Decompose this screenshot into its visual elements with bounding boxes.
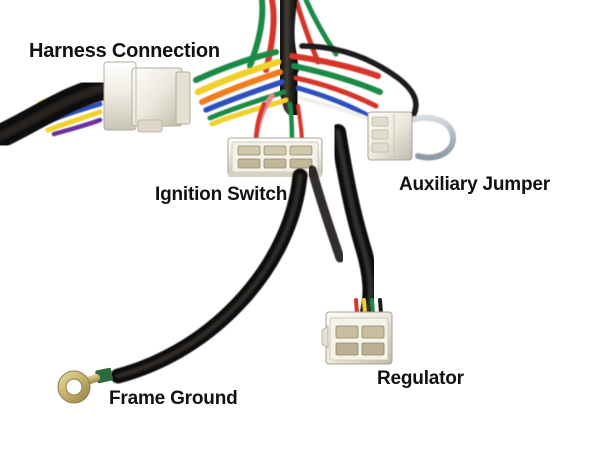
auxiliary-jumper-connector bbox=[367, 111, 457, 161]
label-regulator: Regulator bbox=[377, 368, 464, 389]
harness-connector bbox=[103, 61, 191, 133]
label-harness-connection: Harness Connection bbox=[29, 40, 220, 62]
ignition-switch-connector bbox=[227, 137, 323, 177]
label-auxiliary-jumper: Auxiliary Jumper bbox=[399, 174, 550, 195]
main-sheath-top bbox=[268, 0, 309, 117]
frame-ground-terminal bbox=[57, 367, 113, 404]
regulator-connector bbox=[321, 298, 393, 365]
label-ignition-switch: Ignition Switch bbox=[155, 184, 288, 205]
label-frame-ground: Frame Ground bbox=[109, 388, 238, 409]
